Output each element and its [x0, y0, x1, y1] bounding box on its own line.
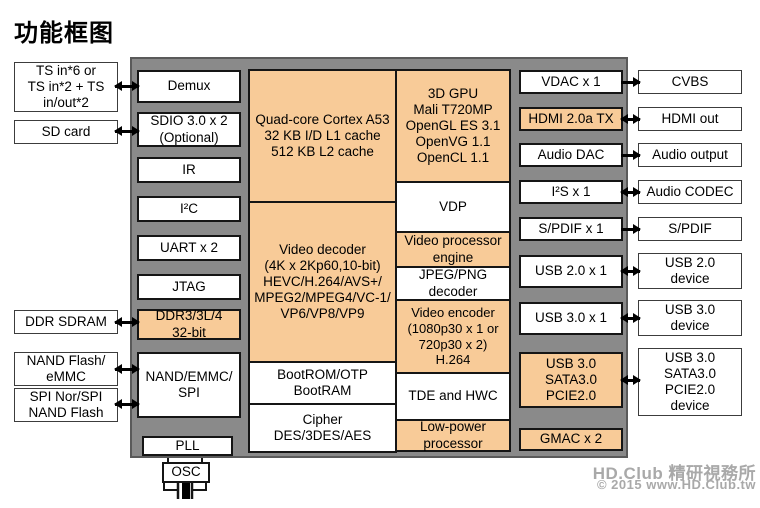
block-usb2: USB 2.0 x 1	[519, 255, 623, 288]
block-spdif: S/PDIF x 1	[519, 217, 623, 241]
block-jtag: JTAG	[137, 274, 241, 300]
block-gmac: GMAC x 2	[519, 428, 623, 451]
arrow-bidirectional-icon	[114, 317, 140, 327]
block-ddr-controller: DDR3/3L/4 32-bit	[137, 308, 241, 340]
block-cpu: Quad-core Cortex A53 32 KB I/D L1 cache …	[248, 69, 397, 203]
block-audio-dac: Audio DAC	[519, 143, 623, 167]
block-low-power-processor: Low-power processor	[395, 419, 511, 452]
block-spdif-out: S/PDIF	[638, 217, 742, 241]
arrow-right-icon	[621, 150, 641, 160]
arrow-bidirectional-icon	[620, 375, 641, 385]
block-ts-input: TS in*6 or TS in*2 + TS in/out*2	[14, 62, 118, 112]
block-hdmi-out: HDMI out	[638, 107, 742, 131]
arrow-right-icon	[621, 77, 641, 87]
block-usb2-device: USB 2.0 device	[638, 253, 742, 289]
arrow-bidirectional-icon	[620, 114, 641, 124]
block-usb3: USB 3.0 x 1	[519, 302, 623, 335]
page-title: 功能框图	[14, 20, 114, 47]
arrow-bidirectional-icon	[620, 313, 641, 323]
arrow-bidirectional-icon	[620, 187, 641, 197]
block-sdio: SDIO 3.0 x 2 (Optional)	[137, 112, 241, 147]
watermark-line2: © 2015 www.HD.Club.tw	[596, 477, 756, 492]
block-cipher: Cipher DES/3DES/AES	[248, 403, 397, 453]
arrow-right-icon	[621, 224, 641, 234]
block-video-processor: Video processor engine	[395, 231, 511, 268]
block-usb3-device: USB 3.0 device	[638, 300, 742, 336]
block-demux: Demux	[137, 70, 241, 103]
block-audio-codec: Audio CODEC	[638, 180, 742, 204]
block-hdmi-tx: HDMI 2.0a TX	[519, 107, 623, 131]
block-i2s: I²S x 1	[519, 180, 623, 204]
block-video-decoder: Video decoder (4K x 2Kp60,10-bit) HEVC/H…	[248, 201, 397, 363]
watermark-line1: HD.Club 精研視務所	[592, 464, 756, 483]
block-bootrom: BootROM/OTP BootRAM	[248, 361, 397, 405]
block-spi-flash: SPI Nor/SPI NAND Flash	[14, 388, 118, 422]
block-osc: OSC	[162, 462, 210, 483]
block-vdp: VDP	[395, 181, 511, 233]
block-combo-device: USB 3.0 SATA3.0 PCIE2.0 device	[638, 348, 742, 416]
arrow-bidirectional-icon	[620, 266, 641, 276]
block-ir: IR	[137, 157, 241, 183]
arrow-bidirectional-icon	[114, 126, 140, 136]
block-cvbs: CVBS	[638, 70, 742, 94]
block-audio-output: Audio output	[638, 143, 742, 167]
block-video-encoder: Video encoder (1080p30 x 1 or 720p30 x 2…	[395, 299, 511, 374]
block-gpu: 3D GPU Mali T720MP OpenGL ES 3.1 OpenVG …	[395, 69, 511, 183]
block-vdac: VDAC x 1	[519, 70, 623, 94]
block-tde-hwc: TDE and HWC	[395, 372, 511, 421]
block-pll: PLL	[142, 436, 233, 456]
arrow-bidirectional-icon	[114, 364, 140, 374]
block-uart: UART x 2	[137, 235, 241, 261]
block-nand-flash: NAND Flash/ eMMC	[14, 352, 118, 386]
block-ddr-sdram: DDR SDRAM	[14, 310, 118, 334]
block-jpeg-decoder: JPEG/PNG decoder	[395, 266, 511, 301]
block-nand-controller: NAND/EMMC/ SPI	[137, 352, 241, 418]
arrow-bidirectional-icon	[114, 399, 140, 409]
crystal-oscillator-icon	[163, 455, 207, 499]
block-i2c: I²C	[137, 196, 241, 222]
arrow-bidirectional-icon	[114, 81, 140, 91]
block-sd-card: SD card	[14, 120, 118, 144]
block-usb3-sata-pcie: USB 3.0 SATA3.0 PCIE2.0	[519, 352, 623, 408]
